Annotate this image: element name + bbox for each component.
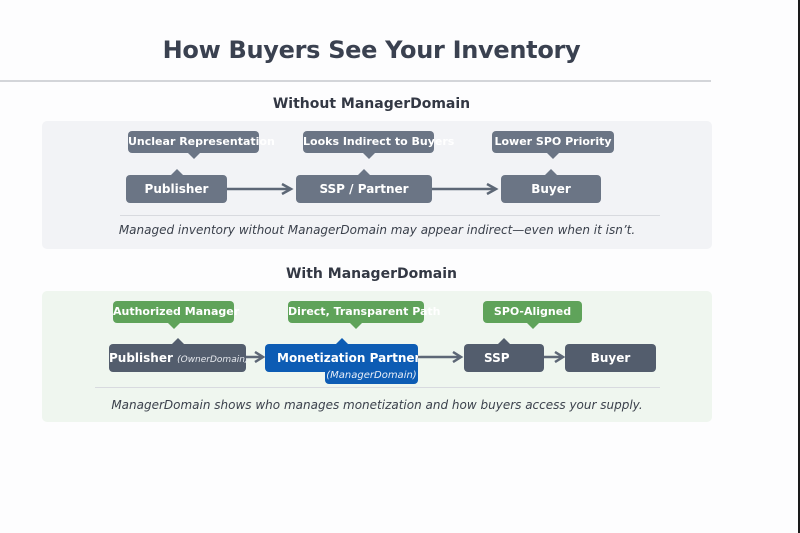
window-edge — [798, 0, 800, 533]
arrow-ssp-to-buyer — [432, 183, 500, 195]
node-publisher: Publisher — [126, 169, 227, 203]
without-caption: Managed inventory without ManagerDomain … — [118, 223, 636, 237]
node-publisher-owner: Publisher (OwnerDomain) — [109, 338, 249, 372]
manager-domain-label: (ManagerDomain) — [325, 368, 418, 384]
tag-spo-aligned: SPO-Aligned — [483, 301, 582, 329]
tag-unclear-representation: Unclear Representation — [128, 131, 275, 159]
publisher-label: Publisher — [109, 351, 173, 365]
arrow-ssp-to-buyer-with — [544, 351, 566, 363]
without-heading: Without ManagerDomain — [272, 96, 471, 112]
without-divider — [120, 215, 660, 216]
with-heading: With ManagerDomain — [285, 266, 458, 282]
tag-direct-transparent-path: Direct, Transparent Path — [288, 301, 440, 329]
arrow-publisher-to-partner — [246, 351, 266, 363]
arrow-partner-to-ssp — [418, 351, 464, 363]
node-buyer-with: Buyer — [565, 344, 656, 372]
node-buyer: Buyer — [501, 169, 601, 203]
node-monetization-partner: Monetization Partner — [265, 338, 420, 372]
owner-domain-label: (OwnerDomain) — [177, 355, 249, 365]
page-title: How Buyers See Your Inventory — [162, 36, 581, 64]
with-caption: ManagerDomain shows who manages monetiza… — [111, 398, 643, 412]
tag-looks-indirect: Looks Indirect to Buyers — [303, 131, 454, 159]
tag-authorized-manager: Authorized Manager — [113, 301, 239, 329]
node-ssp: SSP — [464, 338, 544, 372]
title-divider — [0, 80, 711, 82]
with-divider — [95, 387, 660, 388]
node-ssp-partner: SSP / Partner — [296, 169, 432, 203]
tag-lower-spo-priority: Lower SPO Priority — [492, 131, 614, 159]
arrow-publisher-to-ssp — [227, 183, 295, 195]
